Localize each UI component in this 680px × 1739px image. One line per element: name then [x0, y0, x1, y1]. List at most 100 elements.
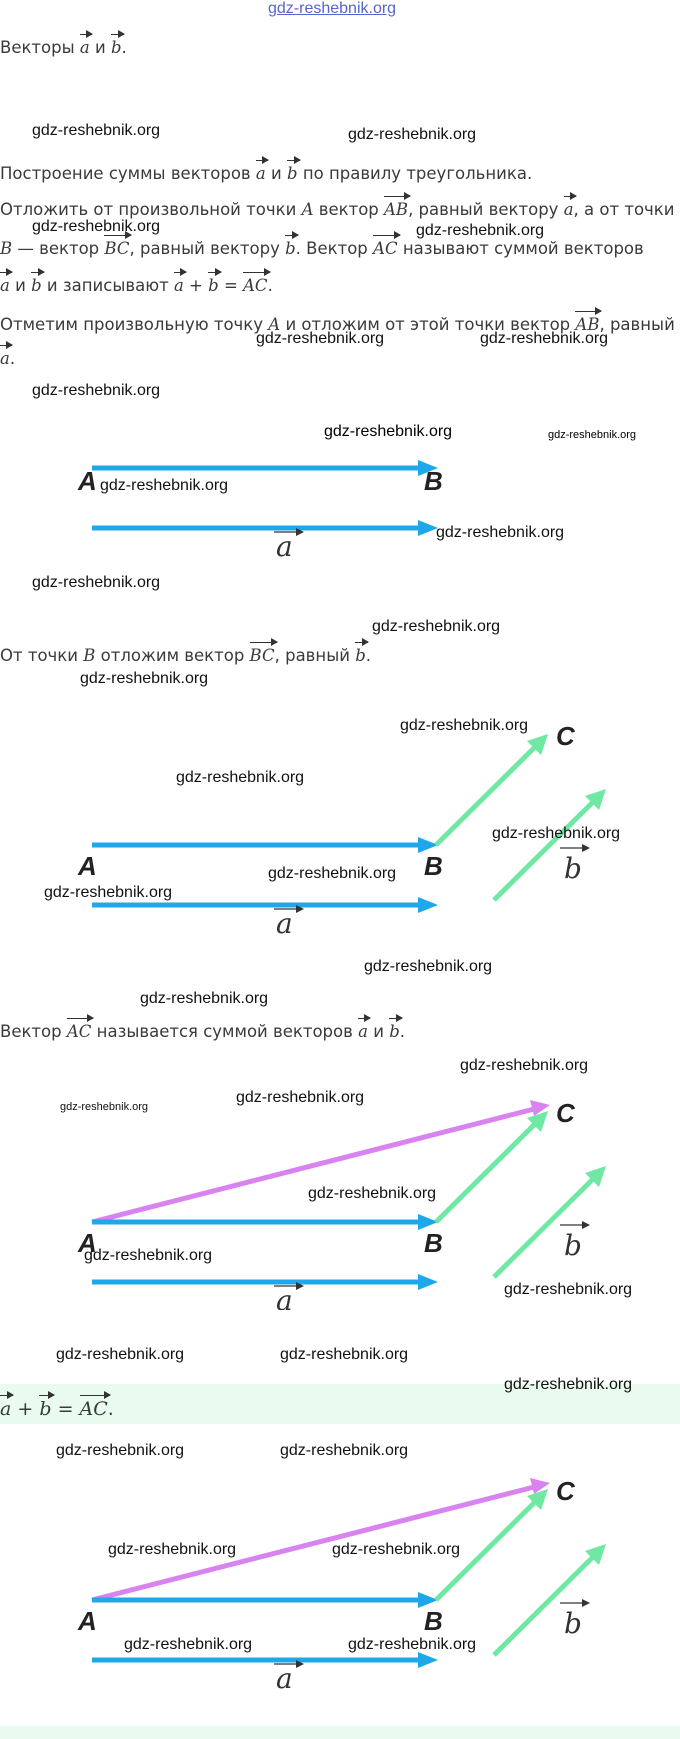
- vector-b-arrowhead: [585, 1544, 606, 1565]
- watermark: gdz-reshebnik.org: [480, 330, 609, 347]
- vector-AC: AC: [79, 1391, 112, 1421]
- figure-3: A B C a b gdz-reshebnik.org gdz-reshebni…: [60, 1057, 632, 1310]
- vector-a-arrowhead: [418, 520, 438, 536]
- text: .: [365, 646, 372, 665]
- step2-line: От точки B отложим вектор BC, равный b.: [0, 638, 372, 668]
- point-A-label: A: [77, 851, 97, 881]
- watermark: gdz-reshebnik.org: [124, 1636, 252, 1653]
- vector-a-label-head: [296, 1660, 304, 1668]
- plus-sign: +: [189, 276, 203, 295]
- vector-a: a: [0, 268, 13, 298]
- watermark: gdz-reshebnik.org: [32, 574, 161, 591]
- bottom-band: [0, 1726, 680, 1739]
- watermark: gdz-reshebnik.org: [504, 1281, 632, 1298]
- vector-AC-arrow: [91, 1483, 539, 1603]
- watermark: gdz-reshebnik.org: [460, 1057, 588, 1074]
- text: , равный вектору: [129, 239, 280, 258]
- text: Отложить от произвольной точки: [0, 200, 297, 219]
- watermark: gdz-reshebnik.org: [372, 618, 501, 635]
- vector-a-label-head: [296, 528, 304, 536]
- watermark: gdz-reshebnik.org: [308, 1185, 436, 1202]
- point-B-label: B: [424, 1228, 443, 1258]
- vector-b-arrow: [492, 795, 600, 902]
- vector-AB-arrowhead: [418, 1592, 438, 1608]
- vector-b: b: [287, 156, 301, 186]
- construction-heading: Построение суммы векторов a и b по прави…: [0, 156, 532, 186]
- watermark: gdz-reshebnik.org: [324, 423, 452, 440]
- watermark: gdz-reshebnik.org: [100, 477, 228, 494]
- text: называется суммой векторов: [96, 1022, 353, 1041]
- vector-AB-arrowhead: [418, 837, 438, 853]
- watermark: gdz-reshebnik.org: [44, 884, 172, 901]
- figure-2: A B C a b gdz-reshebnik.org gdz-reshebni…: [44, 717, 620, 940]
- formula-band: [0, 1384, 680, 1424]
- text: , равный вектору: [408, 200, 559, 219]
- equals-sign: =: [223, 276, 238, 295]
- point-B-label: B: [424, 1606, 443, 1636]
- vector-b-label-head: [582, 1599, 590, 1607]
- vector-BC-arrowhead: [527, 1111, 548, 1132]
- watermark: gdz-reshebnik.org: [84, 1247, 212, 1264]
- text: От точки: [0, 646, 78, 665]
- vector-b: b: [355, 638, 369, 668]
- watermark: gdz-reshebnik.org: [56, 1442, 185, 1459]
- vector-a: a: [358, 1014, 371, 1044]
- vector-BC: BC: [249, 638, 278, 668]
- point-B-label: B: [424, 466, 443, 496]
- text: и записывают: [46, 276, 169, 295]
- text: .: [121, 38, 127, 57]
- text: Вектор: [0, 1022, 62, 1041]
- vector-b: b: [208, 268, 222, 298]
- figure-4: A B C a b gdz-reshebnik.org gdz-reshebni…: [77, 1476, 606, 1690]
- watermark: gdz-reshebnik.org: [416, 222, 545, 239]
- text: Построение суммы векторов: [0, 164, 251, 183]
- text: .: [399, 1022, 405, 1041]
- vector-AC: AC: [66, 1014, 94, 1044]
- sum-formula: a + b = AC.: [0, 1391, 114, 1421]
- step1-line-2: a.: [0, 341, 16, 371]
- vector-AC-arrow: [91, 1105, 539, 1225]
- text: — вектор: [17, 239, 100, 258]
- vector-a-label-head: [296, 1282, 304, 1290]
- text: , равный: [274, 646, 350, 665]
- rule-line-1: Отложить от произвольной точки A вектор …: [0, 192, 675, 222]
- watermark: gdz-reshebnik.org: [492, 825, 620, 842]
- text: и: [15, 276, 26, 295]
- vector-a-arrowhead: [418, 1652, 438, 1668]
- point-A-label: A: [77, 1606, 97, 1636]
- vector-b-arrow: [492, 1550, 600, 1657]
- vector-BC-arrow: [434, 1117, 542, 1224]
- point-A: A: [301, 200, 314, 219]
- text: . Вектор: [295, 239, 368, 258]
- rule-line-2: B — вектор BC, равный вектору b. Вектор …: [0, 231, 644, 261]
- vector-b: b: [389, 1014, 403, 1044]
- watermark: gdz-reshebnik.org: [140, 990, 269, 1007]
- vector-b: b: [31, 268, 45, 298]
- watermark: gdz-reshebnik.org: [80, 670, 209, 687]
- vector-b: b: [110, 30, 125, 60]
- watermark: gdz-reshebnik.org: [348, 1636, 476, 1653]
- watermark: gdz-reshebnik.org: [504, 1376, 633, 1393]
- text: .: [9, 349, 16, 368]
- vector-b-label: b: [564, 1607, 582, 1640]
- point-C-label: C: [556, 1098, 576, 1128]
- watermark: gdz-reshebnik.org: [348, 126, 477, 143]
- text: .: [267, 276, 273, 295]
- vector-b-label: b: [564, 1229, 582, 1262]
- equals-sign: =: [57, 1398, 74, 1420]
- vector-b: b: [39, 1391, 55, 1421]
- text: и отложим от этой точки вектор: [285, 315, 571, 334]
- vector-a-arrowhead: [418, 1274, 438, 1290]
- text: .: [107, 1398, 114, 1420]
- vector-AB-arrowhead: [418, 1214, 438, 1230]
- site-watermark[interactable]: gdz-reshebnik.org: [268, 0, 397, 17]
- watermark: gdz-reshebnik.org: [32, 382, 161, 399]
- vector-b-arrow: [492, 1172, 600, 1279]
- vector-a: a: [0, 1391, 15, 1421]
- text: , а от точки: [573, 200, 675, 219]
- text: и: [95, 38, 106, 57]
- vector-AB-arrowhead: [418, 460, 438, 476]
- watermark: gdz-reshebnik.org: [176, 769, 304, 786]
- watermark: gdz-reshebnik.org: [108, 1541, 236, 1558]
- text: вектор: [318, 200, 379, 219]
